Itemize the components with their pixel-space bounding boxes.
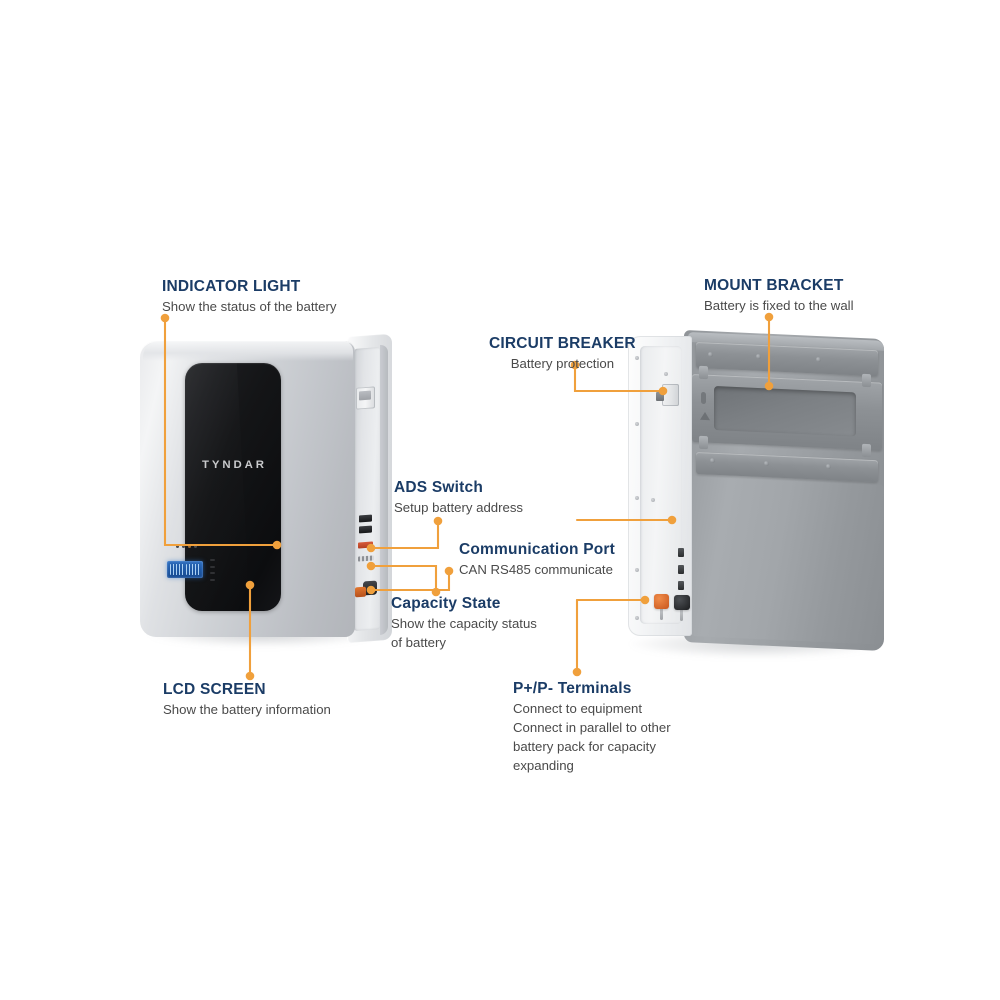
front-unit-ads-switch bbox=[358, 541, 373, 549]
side-screw-6 bbox=[664, 372, 668, 376]
side-screw-5 bbox=[635, 616, 639, 620]
front-unit-circuit-breaker bbox=[356, 386, 375, 410]
indicator-led-1 bbox=[176, 544, 179, 548]
bracket-hole-3 bbox=[816, 356, 821, 363]
comm-port-slot-1 bbox=[678, 548, 684, 557]
callout-capacity-state-title: Capacity State bbox=[391, 595, 501, 612]
mount-bracket-slot bbox=[701, 391, 706, 405]
bracket-tab-left-2 bbox=[699, 435, 708, 450]
front-unit-positive-terminal bbox=[355, 586, 366, 598]
comm-port-slot-2 bbox=[678, 564, 684, 574]
front-panel-side-marks bbox=[210, 559, 216, 581]
bracket-tab-left bbox=[699, 365, 708, 380]
leader-dot-lcd-end bbox=[245, 671, 255, 681]
callout-ads-switch-title: ADS Switch bbox=[394, 479, 483, 496]
front-unit-side-edge bbox=[380, 344, 388, 635]
positive-terminal-leg bbox=[660, 608, 663, 620]
callout-lcd-screen: LCD SCREEN Show the battery information bbox=[163, 680, 331, 720]
bracket-hole-6 bbox=[826, 463, 831, 470]
battery-front-view: TYNDAR bbox=[140, 333, 392, 649]
rear-unit-communication-port bbox=[678, 548, 684, 590]
callout-terminals-desc-3: battery pack for capacity bbox=[513, 738, 656, 754]
indicator-light bbox=[176, 544, 204, 548]
callout-lcd-screen-title: LCD SCREEN bbox=[163, 681, 266, 698]
front-unit-comm-port-2 bbox=[359, 525, 372, 534]
bracket-hole-4 bbox=[710, 457, 715, 464]
callout-mount-bracket-desc: Battery is fixed to the wall bbox=[704, 298, 854, 314]
callout-indicator-light-desc: Show the status of the battery bbox=[162, 299, 337, 315]
comm-port-slot-3 bbox=[678, 581, 684, 590]
bracket-tab-right bbox=[862, 373, 871, 388]
callout-lcd-screen-desc: Show the battery information bbox=[163, 702, 331, 718]
side-screw-1 bbox=[635, 356, 639, 360]
indicator-led-2 bbox=[182, 544, 185, 548]
leader-dot-terminals-label bbox=[572, 667, 582, 677]
callout-communication-port-desc: CAN RS485 communicate bbox=[459, 562, 613, 578]
callout-terminals-desc-2: Connect in parallel to other bbox=[513, 720, 671, 736]
rear-unit-lower-panel bbox=[690, 476, 884, 645]
callout-terminals: P+/P- Terminals Connect to equipment Con… bbox=[513, 679, 671, 775]
callout-terminals-desc-4: expanding bbox=[513, 757, 574, 773]
side-mark-3 bbox=[210, 572, 215, 575]
negative-terminal bbox=[674, 595, 690, 610]
lcd-segment-group-1 bbox=[170, 564, 184, 575]
bracket-tab-right-2 bbox=[862, 443, 871, 458]
callout-circuit-breaker: CIRCUIT BREAKER Battery protection bbox=[489, 334, 636, 374]
side-mark-1 bbox=[210, 559, 215, 561]
callout-mount-bracket: MOUNT BRACKET Battery is fixed to the wa… bbox=[704, 276, 854, 316]
side-mark-2 bbox=[210, 565, 215, 568]
negative-terminal-leg bbox=[680, 609, 683, 621]
bracket-hole-1 bbox=[708, 351, 713, 358]
positive-terminal bbox=[654, 594, 669, 609]
side-screw-7 bbox=[651, 498, 655, 502]
bracket-hole-5 bbox=[764, 460, 769, 467]
callout-capacity-state-desc-1: Show the capacity status bbox=[391, 616, 537, 632]
side-screw-2 bbox=[635, 422, 639, 426]
side-mark-4 bbox=[210, 578, 215, 581]
callout-terminals-title: P+/P- Terminals bbox=[513, 680, 632, 697]
mount-bracket-triangle-marker bbox=[700, 411, 710, 421]
rear-unit-circuit-breaker bbox=[656, 384, 679, 406]
brand-logo: TYNDAR bbox=[202, 459, 267, 471]
callout-terminals-desc-1: Connect to equipment bbox=[513, 701, 643, 717]
lcd-segment-group-2 bbox=[186, 564, 200, 575]
callout-circuit-breaker-desc: Battery protection bbox=[510, 356, 615, 372]
side-screw-4 bbox=[635, 568, 639, 572]
bracket-hole-2 bbox=[756, 353, 761, 360]
lcd-screen bbox=[167, 561, 203, 578]
indicator-led-4 bbox=[194, 544, 197, 548]
front-unit-comm-port-1 bbox=[359, 514, 372, 523]
front-unit-top-bevel bbox=[143, 341, 353, 361]
leader-dot-comm-start bbox=[444, 566, 454, 576]
callout-circuit-breaker-title: CIRCUIT BREAKER bbox=[489, 335, 636, 352]
callout-capacity-state-desc-2: of battery bbox=[391, 635, 446, 651]
battery-rear-view bbox=[604, 330, 900, 660]
callout-indicator-light-title: INDICATOR LIGHT bbox=[162, 278, 301, 295]
callout-communication-port-title: Communication Port bbox=[459, 541, 616, 558]
callout-communication-port: Communication Port CAN RS485 communicate bbox=[459, 540, 615, 580]
callout-mount-bracket-title: MOUNT BRACKET bbox=[704, 277, 844, 294]
callout-capacity-state: Capacity State Show the capacity status … bbox=[391, 594, 537, 653]
indicator-led-3 bbox=[188, 544, 191, 548]
callout-ads-switch: ADS Switch Setup battery address bbox=[394, 478, 523, 518]
callout-ads-switch-desc: Setup battery address bbox=[394, 500, 524, 516]
callout-indicator-light: INDICATOR LIGHT Show the status of the b… bbox=[162, 277, 336, 317]
side-screw-3 bbox=[635, 496, 639, 500]
mount-bracket-cutout bbox=[714, 386, 856, 437]
